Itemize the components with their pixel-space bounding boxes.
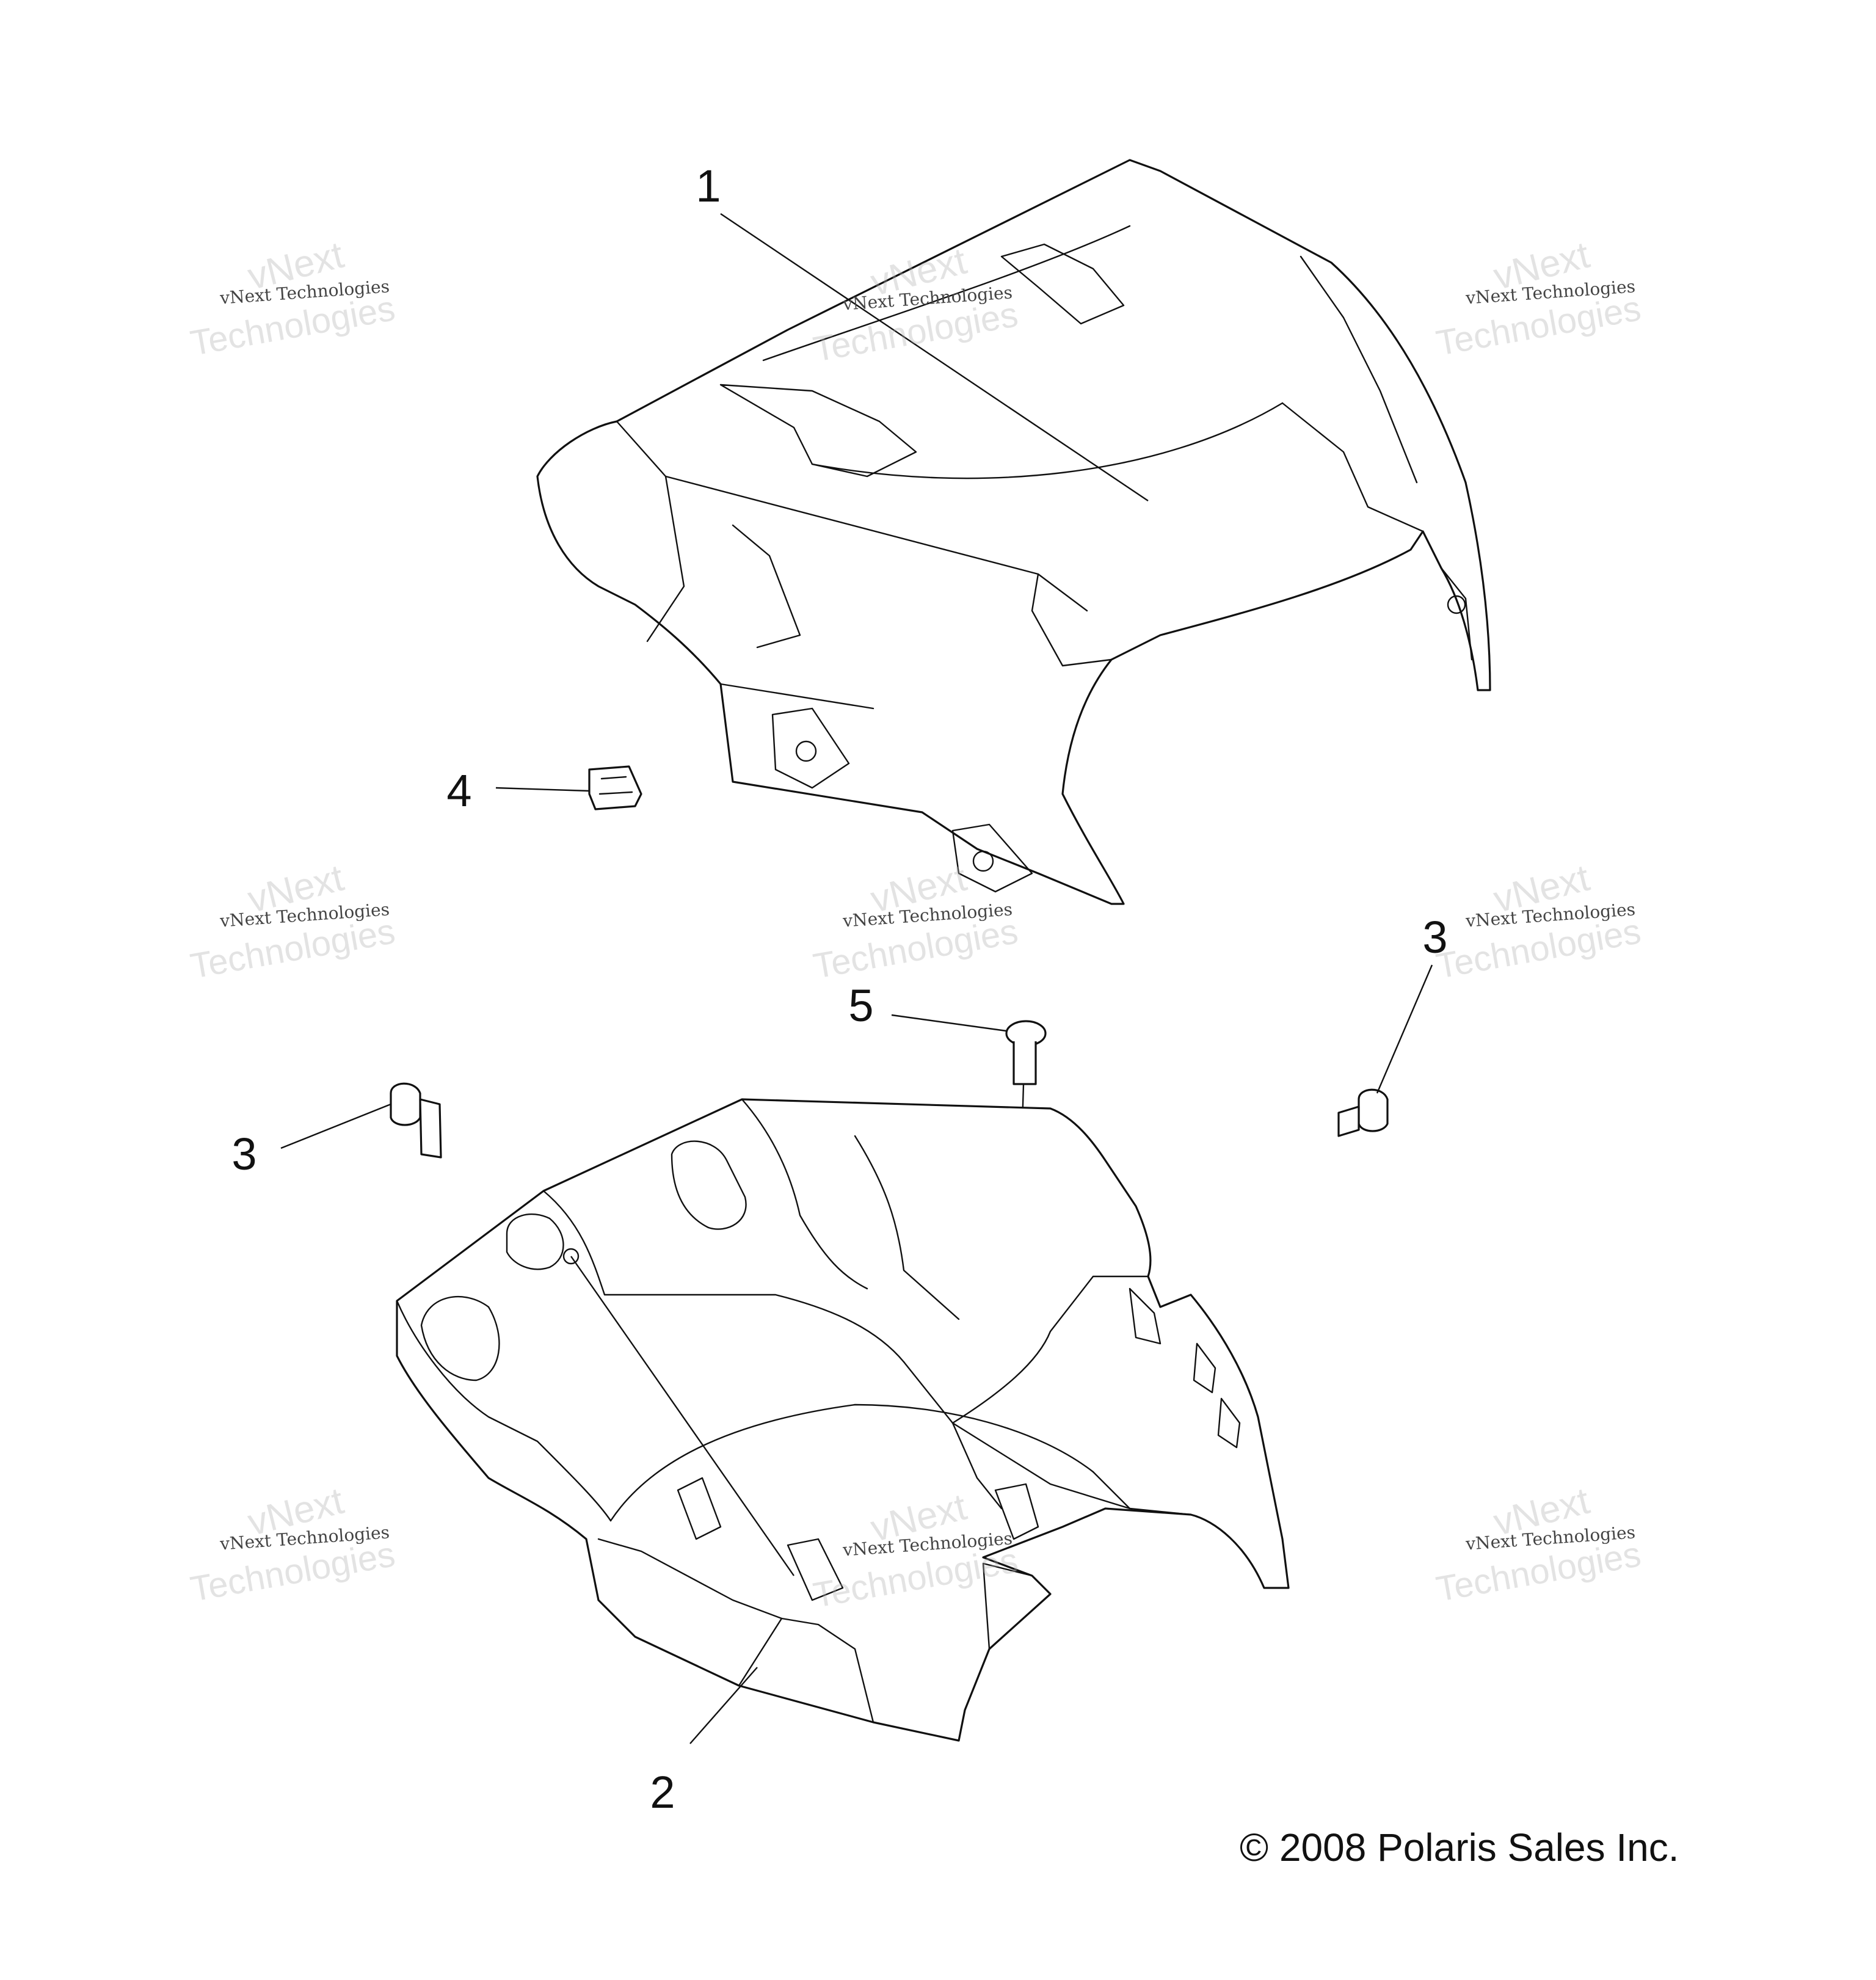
callout-2: 2: [650, 1767, 675, 1818]
part-1-upper-cover: [536, 159, 1491, 905]
callout-3-right: 3: [1422, 912, 1447, 963]
copyright-notice: © 2008 Polaris Sales Inc.: [1240, 1825, 1679, 1869]
callout-4: 4: [446, 765, 471, 816]
part-3-bolt-left: [280, 1082, 442, 1159]
callout-5: 5: [848, 980, 873, 1031]
callout-1: 1: [696, 161, 721, 211]
callout-3-left: 3: [231, 1129, 256, 1179]
part-2-lower-cover: [396, 1098, 1290, 1744]
part-3-bolt-right: [1337, 964, 1433, 1137]
part-4-clip: [495, 765, 642, 810]
